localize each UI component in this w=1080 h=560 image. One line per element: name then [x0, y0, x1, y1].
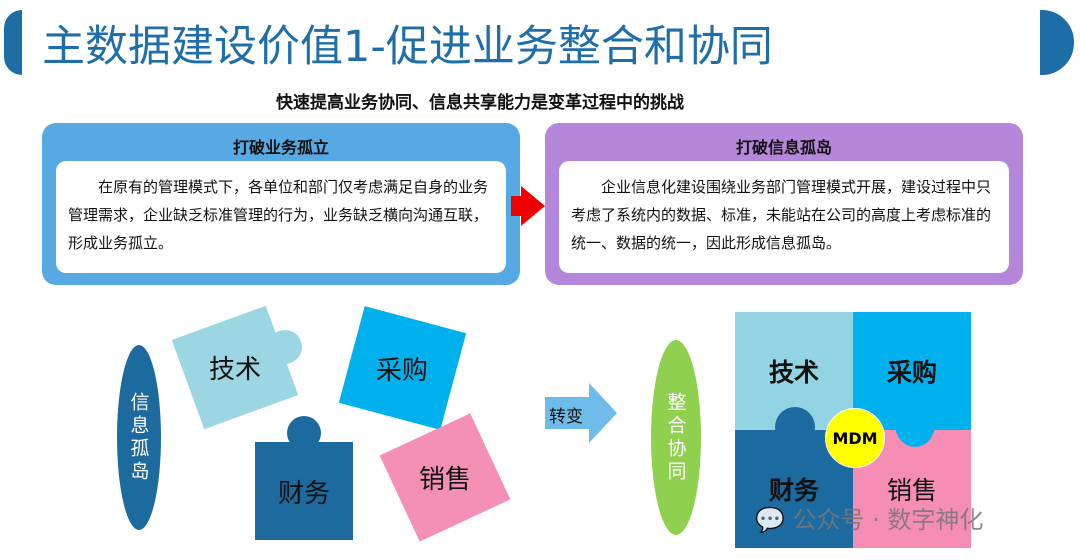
- isolated-label: 信息孤岛: [117, 345, 161, 530]
- watermark-text: 公众号 · 数字神化: [792, 506, 984, 534]
- right-box-text: 企业信息化建设围绕业务部门管理模式开展，建设过程中只考虑了系统内的数据、标准，未…: [559, 161, 1009, 273]
- title-cap-right: [1040, 10, 1074, 75]
- piece-label: 财务: [768, 476, 819, 505]
- left-box: 打破业务孤立 在原有的管理模式下，各单位和部门仅考虑满足自身的业务管理需求，企业…: [42, 123, 520, 285]
- red-arrow-icon: [511, 186, 545, 226]
- watermark: 💬 公众号 · 数字神化: [755, 500, 983, 535]
- puzzle-knob: [268, 330, 302, 364]
- piece-label: 财务: [277, 478, 330, 509]
- right-box-title: 打破信息孤岛: [735, 138, 832, 157]
- puzzle-piece-sales: 销售: [379, 413, 511, 542]
- piece-label: 销售: [886, 476, 937, 505]
- puzzle-knob: [775, 407, 815, 447]
- puzzle-knob: [287, 416, 321, 450]
- integrated-label: 整合协同: [651, 340, 701, 535]
- piece-label: 技术: [208, 355, 262, 386]
- puzzle-piece-tech: 技术: [171, 305, 299, 430]
- left-box-text: 在原有的管理模式下，各单位和部门仅考虑满足自身的业务管理需求，企业缺乏标准管理的…: [56, 161, 506, 273]
- page-title: 主数据建设价值1-促进业务整合和协同: [42, 22, 773, 72]
- left-box-title: 打破业务孤立: [232, 138, 329, 157]
- right-box: 打破信息孤岛 企业信息化建设围绕业务部门管理模式开展，建设过程中只考虑了系统内的…: [545, 123, 1023, 285]
- integrated-puzzle: 技术 采购 财务 销售 MDM: [735, 312, 971, 548]
- wechat-icon: 💬: [755, 506, 793, 534]
- transition-arrow-icon: [545, 383, 617, 443]
- puzzle-knob: [895, 402, 935, 447]
- puzzle-piece-finance: 财务: [255, 442, 353, 540]
- piece-label: 采购: [886, 358, 937, 387]
- mdm-badge: MDM: [825, 408, 885, 468]
- piece-label: 采购: [376, 355, 429, 386]
- subtitle: 快速提高业务协同、信息共享能力是变革过程中的挑战: [276, 93, 684, 113]
- piece-label: 销售: [418, 465, 472, 496]
- grid-piece-purchase: 采购: [853, 312, 971, 430]
- title-cap-left: [4, 10, 22, 75]
- transition-label: 转变: [549, 407, 583, 427]
- puzzle-piece-purchase: 采购: [338, 306, 467, 430]
- piece-label: 技术: [768, 358, 819, 387]
